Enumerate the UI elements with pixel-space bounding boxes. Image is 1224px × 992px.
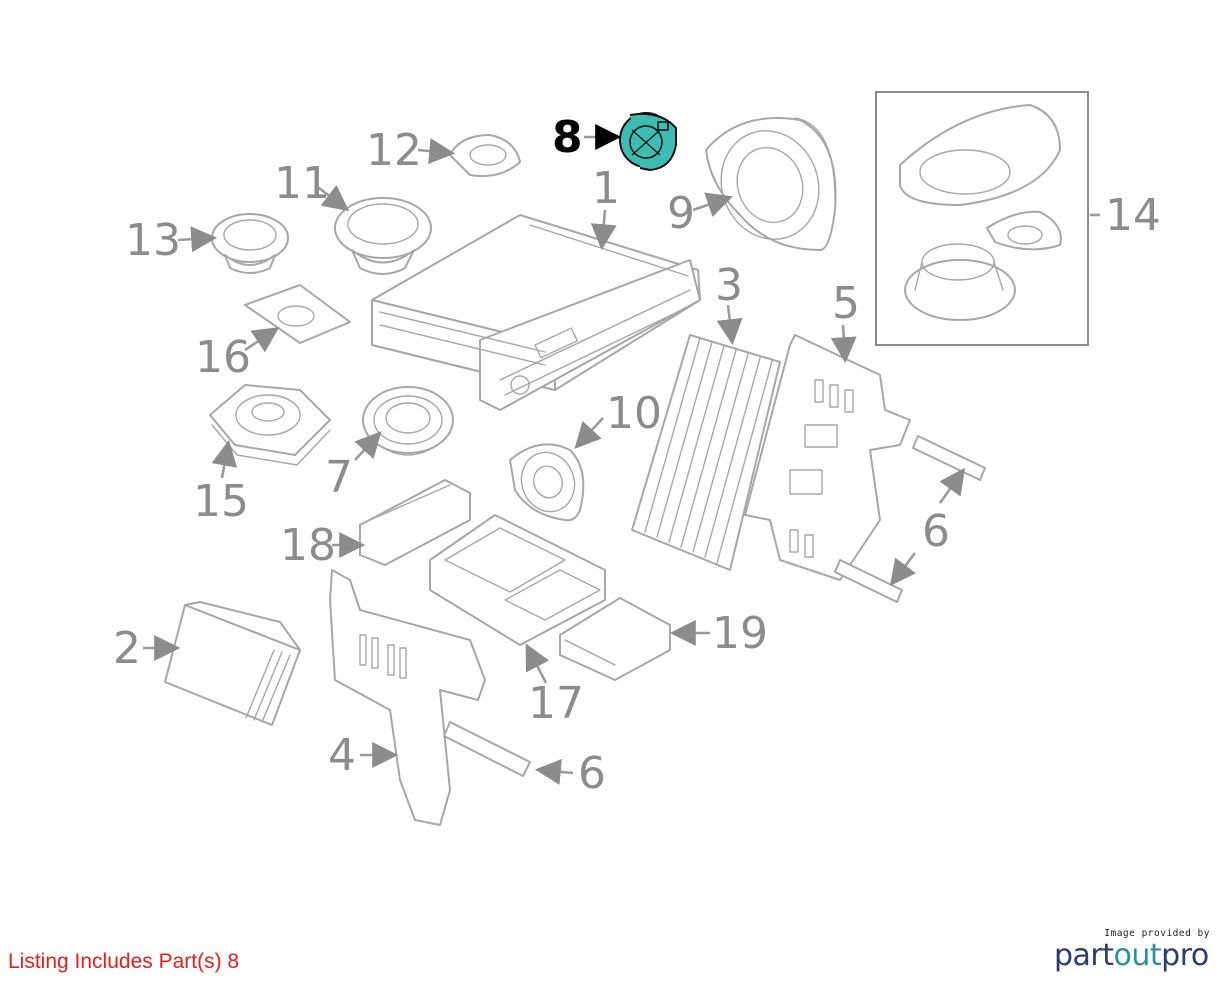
part-6-rails bbox=[443, 435, 986, 777]
callout-8: 8 bbox=[552, 112, 583, 163]
callout-10: 10 bbox=[606, 388, 662, 439]
brand-part: part bbox=[1054, 938, 1114, 973]
part-8-highlighted bbox=[619, 112, 677, 172]
callout-6b: 6 bbox=[578, 748, 606, 799]
image-credit: Image provided by partoutpro bbox=[1054, 928, 1214, 972]
part-14-inset bbox=[875, 91, 1089, 346]
part-5-bracket bbox=[744, 334, 911, 581]
callout-19: 19 bbox=[712, 608, 768, 659]
callout-11: 11 bbox=[274, 158, 330, 209]
callout-2: 2 bbox=[113, 623, 141, 674]
leader-lines bbox=[143, 124, 1100, 785]
callout-1: 1 bbox=[592, 163, 620, 214]
callout-9: 9 bbox=[667, 188, 695, 239]
partoutpro-logo[interactable]: partoutpro bbox=[1054, 940, 1214, 972]
callout-13: 13 bbox=[125, 215, 181, 266]
part-10-speaker bbox=[509, 443, 585, 522]
part-19-tray bbox=[559, 597, 671, 681]
callout-4: 4 bbox=[328, 730, 356, 781]
callout-17: 17 bbox=[528, 678, 584, 729]
part-9-speaker bbox=[705, 117, 837, 251]
callout-15: 15 bbox=[193, 476, 249, 527]
part-17-module bbox=[429, 514, 606, 646]
part-13-speaker bbox=[211, 213, 289, 274]
part-3-amplifier bbox=[631, 334, 781, 571]
brand-pro: pro bbox=[1161, 938, 1209, 973]
callout-14: 14 bbox=[1105, 190, 1161, 241]
part-16-cover bbox=[244, 284, 351, 344]
part-11-speaker bbox=[334, 197, 432, 275]
callout-6a: 6 bbox=[922, 506, 950, 557]
part-2-module bbox=[164, 601, 301, 726]
part-1-head-unit bbox=[371, 214, 701, 411]
callout-5: 5 bbox=[832, 278, 860, 329]
callout-12: 12 bbox=[366, 125, 422, 176]
brand-out: out bbox=[1113, 938, 1162, 973]
callout-18: 18 bbox=[280, 520, 336, 571]
part-4-bracket bbox=[329, 569, 486, 826]
part-12-tweeter bbox=[449, 134, 521, 178]
callout-3: 3 bbox=[715, 260, 743, 311]
listing-includes-text: Listing Includes Part(s) 8 bbox=[8, 950, 240, 973]
credit-caption: Image provided by bbox=[1104, 928, 1210, 939]
callout-7: 7 bbox=[325, 452, 353, 503]
part-15-subwoofer bbox=[209, 384, 331, 466]
part-7-speaker bbox=[362, 386, 454, 456]
callout-16: 16 bbox=[195, 332, 251, 383]
